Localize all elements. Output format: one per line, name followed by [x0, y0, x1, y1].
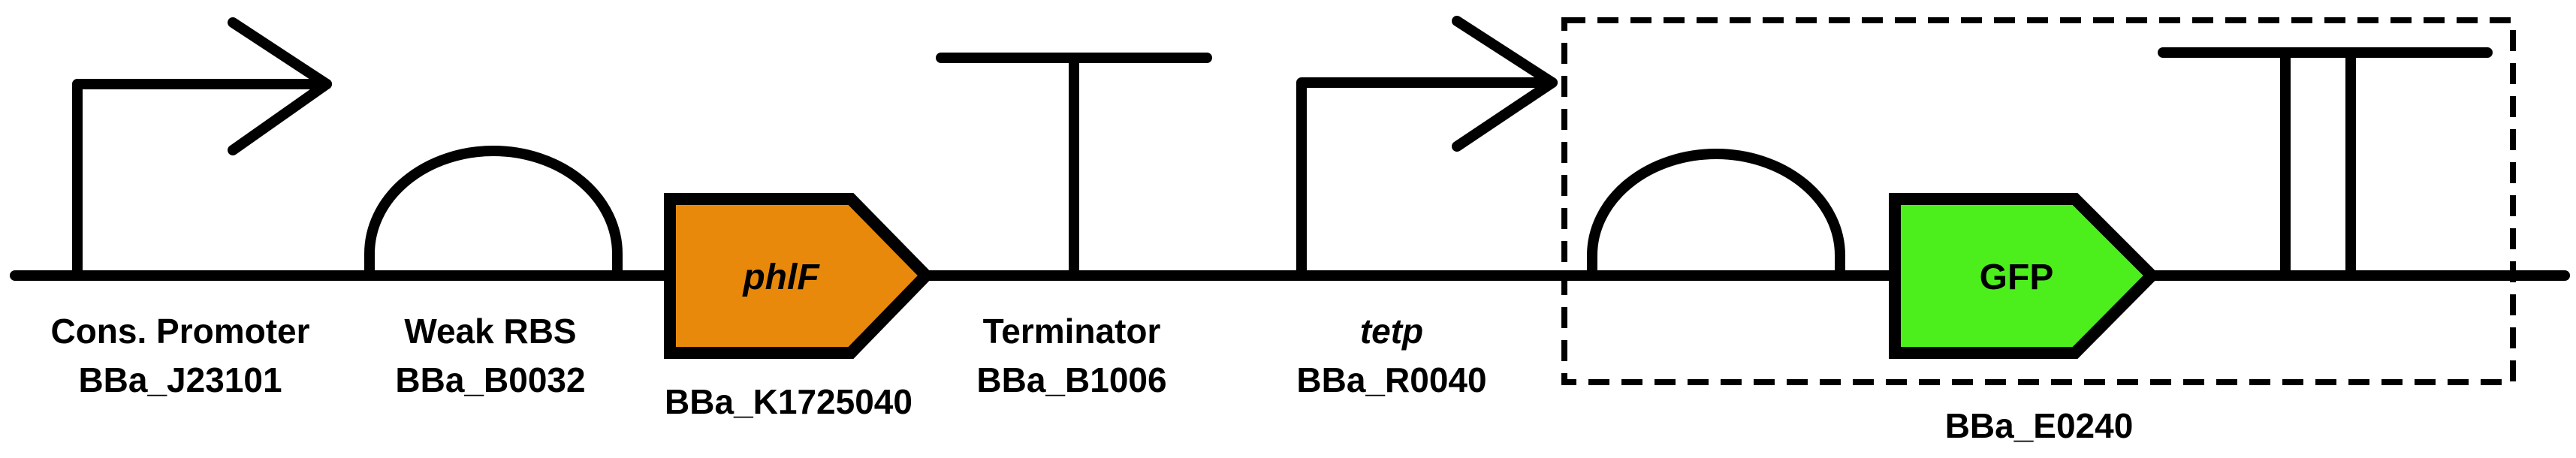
- terminator-1-name: Terminator: [983, 312, 1161, 351]
- promoter-2-id: BBa_R0040: [1296, 360, 1486, 399]
- cds-phlf-id: BBa_K1725040: [665, 382, 912, 421]
- rbs-1-name: Weak RBS: [404, 312, 576, 351]
- cds-gfp-label: GFP: [1980, 258, 2054, 297]
- rbs-2-glyph: [1587, 149, 1845, 277]
- terminator-1-glyph: [936, 53, 1212, 277]
- terminator-1-id: BBa_B1006: [976, 360, 1166, 399]
- double-terminator-glyph: [2158, 47, 2493, 277]
- promoter-1-name: Cons. Promoter: [50, 312, 309, 351]
- rbs-1-glyph: [364, 146, 623, 277]
- promoter-1-id: BBa_J23101: [78, 360, 282, 399]
- cds-phlf-label: phlF: [741, 258, 820, 297]
- promoter-2-name: tetp: [1360, 312, 1423, 351]
- device-id: BBa_E0240: [1945, 406, 2134, 445]
- device-box: [1561, 17, 2516, 385]
- promoter-2-glyph: [1296, 16, 1558, 281]
- rbs-1-id: BBa_B0032: [395, 360, 585, 399]
- cds-gfp-glyph: [1889, 193, 2161, 359]
- cds-phlf-glyph: [664, 193, 935, 359]
- promoter-1-glyph: [72, 17, 332, 281]
